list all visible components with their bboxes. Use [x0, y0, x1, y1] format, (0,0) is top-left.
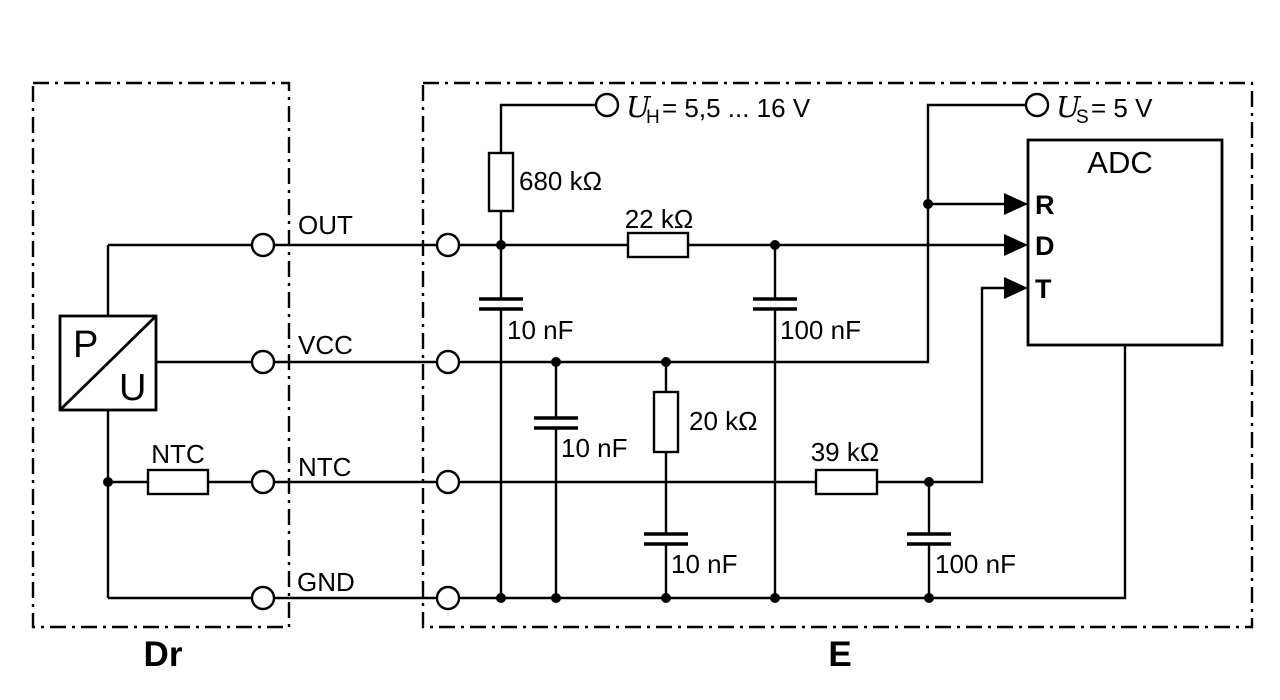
label-100nf-ntc: 100 nF — [935, 549, 1016, 579]
capacitor-10nf-vcc-symbol — [534, 416, 578, 430]
terminal-out-ecu — [435, 232, 461, 258]
resistors — [146, 151, 879, 496]
label-22k: 22 kΩ — [625, 204, 694, 234]
junction-dot — [770, 240, 780, 250]
junction-dots — [103, 199, 934, 603]
junction-dot — [661, 357, 671, 367]
label-module-dr: Dr — [144, 635, 183, 674]
label-20k: 20 kΩ — [689, 406, 758, 436]
junction-dot — [661, 593, 671, 603]
supply-labels: U H = 5,5 ... 16 V U S = 5 V — [626, 90, 1153, 128]
terminal-out-sensor — [250, 232, 276, 258]
pu-letter-p: P — [73, 324, 98, 366]
label-39k: 39 kΩ — [811, 437, 880, 467]
signal-labels: OUT VCC NTC GND — [297, 210, 355, 597]
pu-diagonal — [59, 314, 157, 412]
adc-pin-t: T — [1035, 274, 1052, 304]
resistor-22k-symbol — [626, 231, 690, 259]
resistor-20k-symbol — [652, 390, 680, 454]
terminal-gnd-sensor — [250, 585, 276, 611]
label-gnd: GND — [297, 567, 355, 597]
capacitor-10nf-ntc-symbol — [644, 532, 688, 546]
resistor-680k-symbol — [487, 151, 515, 213]
adc-input-arrows — [1004, 193, 1028, 299]
arrow-d-icon — [1004, 234, 1028, 256]
uh-branch-wire — [499, 103, 596, 598]
capacitors — [479, 297, 951, 546]
capacitor-10nf-out-symbol — [479, 297, 523, 311]
label-10nf-out: 10 nF — [507, 315, 574, 345]
label-module-e: E — [828, 635, 851, 674]
junction-dot — [924, 477, 934, 487]
module-labels: Dr E — [144, 635, 852, 674]
capacitor-100nf-ntc-symbol — [907, 532, 951, 546]
vcc-wire — [156, 103, 1026, 364]
label-uh-symbol: U — [626, 90, 652, 124]
terminal-vcc-sensor — [250, 349, 276, 375]
terminal-ntc-sensor — [250, 469, 276, 495]
terminal-ntc-ecu — [435, 469, 461, 495]
junction-dot — [496, 593, 506, 603]
ecu-module-boundary — [421, 81, 1254, 629]
label-ntc: NTC — [298, 452, 351, 482]
resistor-ntc-symbol — [146, 468, 210, 496]
label-100nf-out: 100 nF — [780, 315, 861, 345]
label-uh-subscript: H — [646, 107, 660, 128]
junction-dot — [103, 477, 113, 487]
junction-dot — [923, 199, 933, 209]
terminal-us-supply — [1024, 92, 1050, 118]
adc-pin-d: D — [1035, 231, 1055, 261]
arrow-r-icon — [1004, 193, 1028, 215]
label-vcc: VCC — [298, 330, 353, 360]
junction-dot — [496, 240, 506, 250]
terminal-vcc-ecu — [435, 349, 461, 375]
adc-box — [1026, 138, 1224, 347]
resistor-39k-symbol — [814, 468, 879, 496]
adc-title: ADC — [1087, 145, 1152, 180]
label-uh-value: = 5,5 ... 16 V — [662, 93, 811, 123]
adc-pin-r: R — [1035, 190, 1055, 220]
label-us-symbol: U — [1056, 90, 1082, 124]
label-ntc-component: NTC — [151, 439, 204, 469]
label-out: OUT — [298, 210, 353, 240]
component-labels: 680 kΩ 22 kΩ 20 kΩ 39 kΩ NTC 10 nF 100 n… — [151, 166, 1016, 579]
adc-block: ADC R D T — [1026, 138, 1224, 347]
label-10nf-vcc: 10 nF — [561, 433, 628, 463]
sensor-module-boundary — [31, 81, 291, 629]
junction-dot — [924, 593, 934, 603]
label-us-subscript: S — [1076, 107, 1089, 128]
label-680k: 680 kΩ — [519, 166, 602, 196]
junction-dot — [770, 593, 780, 603]
junction-dot — [551, 357, 561, 367]
terminals — [250, 92, 1050, 611]
capacitor-100nf-out-symbol — [753, 297, 797, 311]
label-us-value: = 5 V — [1091, 93, 1153, 123]
pu-letter-u: U — [119, 367, 146, 409]
terminal-gnd-ecu — [435, 585, 461, 611]
terminal-uh-supply — [594, 92, 620, 118]
pressure-sensor-block: P U — [58, 314, 158, 412]
ntc-wire — [108, 286, 1005, 484]
arrow-t-icon — [1004, 277, 1028, 299]
label-10nf-ntc: 10 nF — [671, 549, 738, 579]
junction-dot — [551, 593, 561, 603]
